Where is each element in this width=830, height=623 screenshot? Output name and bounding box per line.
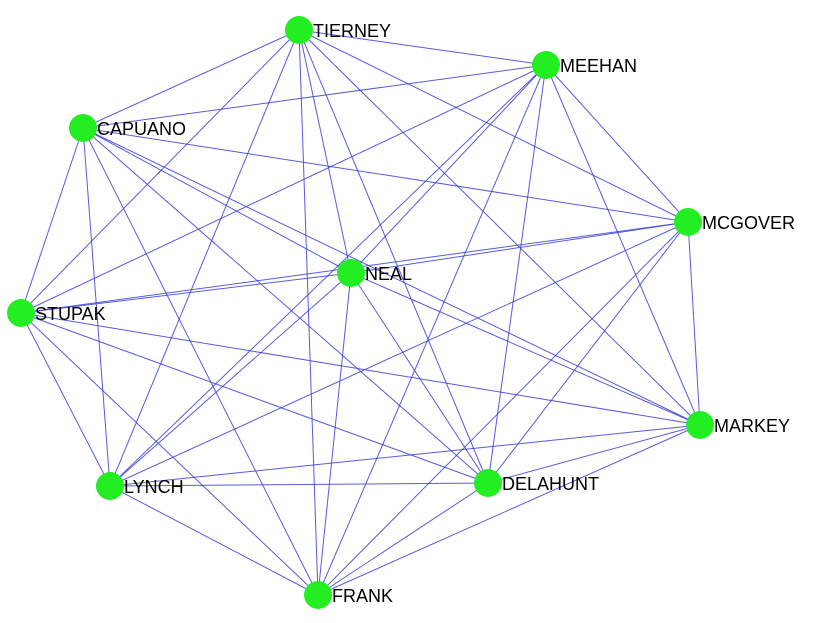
edge-lynch-frank <box>109 485 319 596</box>
edge-meehan-mcgover <box>545 64 689 223</box>
node-delahunt <box>474 469 502 497</box>
edge-neal-delahunt <box>350 272 489 484</box>
edge-neal-lynch <box>109 272 352 487</box>
edge-markey-frank <box>317 424 701 596</box>
edge-neal-stupak <box>20 272 352 314</box>
edge-capuano-lynch <box>82 127 111 487</box>
edge-capuano-delahunt <box>82 127 489 484</box>
node-tierney <box>285 16 313 44</box>
edge-meehan-neal <box>350 64 547 274</box>
node-label-capuano: CAPUANO <box>97 119 186 139</box>
edge-lynch-delahunt <box>109 482 489 487</box>
edge-neal-markey <box>350 272 701 426</box>
node-label-markey: MARKEY <box>714 416 790 436</box>
node-meehan <box>532 51 560 79</box>
node-label-tierney: TIERNEY <box>313 21 391 41</box>
edge-mcgover-lynch <box>109 221 689 487</box>
edge-capuano-stupak <box>20 127 84 314</box>
node-capuano <box>69 114 97 142</box>
edge-capuano-mcgover <box>82 127 689 223</box>
edge-mcgover-markey <box>687 221 701 426</box>
node-label-stupak: STUPAK <box>35 304 106 324</box>
edge-meehan-stupak <box>20 64 547 314</box>
node-label-frank: FRANK <box>332 586 393 606</box>
edge-markey-lynch <box>109 424 701 487</box>
edge-stupak-delahunt <box>20 312 489 484</box>
edge-stupak-markey <box>20 312 701 426</box>
node-label-mcgover: MCGOVER <box>702 213 795 233</box>
edge-tierney-mcgover <box>298 29 689 223</box>
edge-mcgover-neal <box>350 221 689 274</box>
edge-tierney-neal <box>298 29 352 274</box>
edge-tierney-stupak <box>20 29 300 314</box>
edge-mcgover-delahunt <box>487 221 689 484</box>
node-label-lynch: LYNCH <box>124 477 184 497</box>
edge-tierney-capuano <box>82 29 300 129</box>
edge-tierney-lynch <box>109 29 300 487</box>
node-label-meehan: MEEHAN <box>560 56 637 76</box>
edge-capuano-markey <box>82 127 701 426</box>
edge-tierney-meehan <box>298 29 547 66</box>
edge-tierney-delahunt <box>298 29 489 484</box>
edge-tierney-markey <box>298 29 701 426</box>
edge-mcgover-frank <box>317 221 689 596</box>
edge-stupak-frank <box>20 312 319 596</box>
edge-markey-delahunt <box>487 424 701 484</box>
edge-neal-frank <box>317 272 352 596</box>
nodes-layer <box>7 16 714 609</box>
node-markey <box>686 411 714 439</box>
edge-meehan-frank <box>317 64 547 596</box>
edges-layer <box>20 29 701 596</box>
node-stupak <box>7 299 35 327</box>
node-label-neal: NEAL <box>365 264 412 284</box>
edge-tierney-frank <box>298 29 319 596</box>
edge-capuano-frank <box>82 127 319 596</box>
node-neal <box>337 259 365 287</box>
edge-meehan-capuano <box>82 64 547 129</box>
node-lynch <box>96 472 124 500</box>
edge-delahunt-frank <box>317 482 489 596</box>
edge-stupak-lynch <box>20 312 111 487</box>
node-label-delahunt: DELAHUNT <box>502 474 599 494</box>
node-mcgover <box>674 208 702 236</box>
node-frank <box>304 581 332 609</box>
edge-capuano-neal <box>82 127 352 274</box>
labels-layer: TIERNEY MEEHAN CAPUANO MCGOVER NEAL STUPAK MAR… <box>35 21 795 606</box>
edge-meehan-markey <box>545 64 701 426</box>
